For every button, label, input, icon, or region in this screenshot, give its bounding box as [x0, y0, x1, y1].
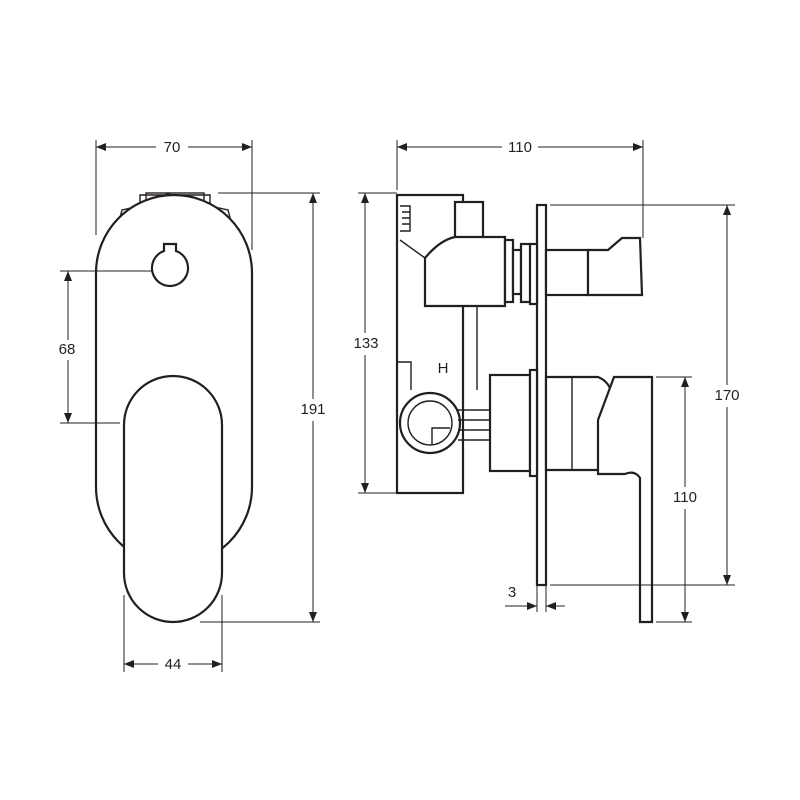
- dimension-total-height: 191: [300, 401, 325, 418]
- wall-plate: [535, 203, 548, 587]
- side-lever: [596, 375, 654, 624]
- dimension-body-height: 133: [353, 335, 378, 352]
- dimension-front-width: 70: [164, 139, 181, 156]
- diverter-handle: [544, 236, 644, 297]
- dimension-knob-lever: 68: [59, 341, 76, 358]
- dimension-lever-height: 110: [673, 489, 697, 506]
- mixer-lever: [122, 374, 224, 624]
- dimension-lever-width: 44: [165, 656, 182, 673]
- hot-marker: H: [438, 360, 449, 377]
- diverter-knob: [150, 242, 190, 287]
- dimension-plate-thickness: 3: [508, 584, 516, 601]
- dimension-depth: 110: [508, 139, 532, 156]
- dimension-plate-height: 170: [714, 387, 739, 404]
- front-view: 70 68 191 44: [52, 138, 330, 673]
- valve-body: [395, 193, 533, 495]
- side-view: H 110 133 170: [349, 138, 746, 624]
- mixer-cartridge: [488, 368, 612, 478]
